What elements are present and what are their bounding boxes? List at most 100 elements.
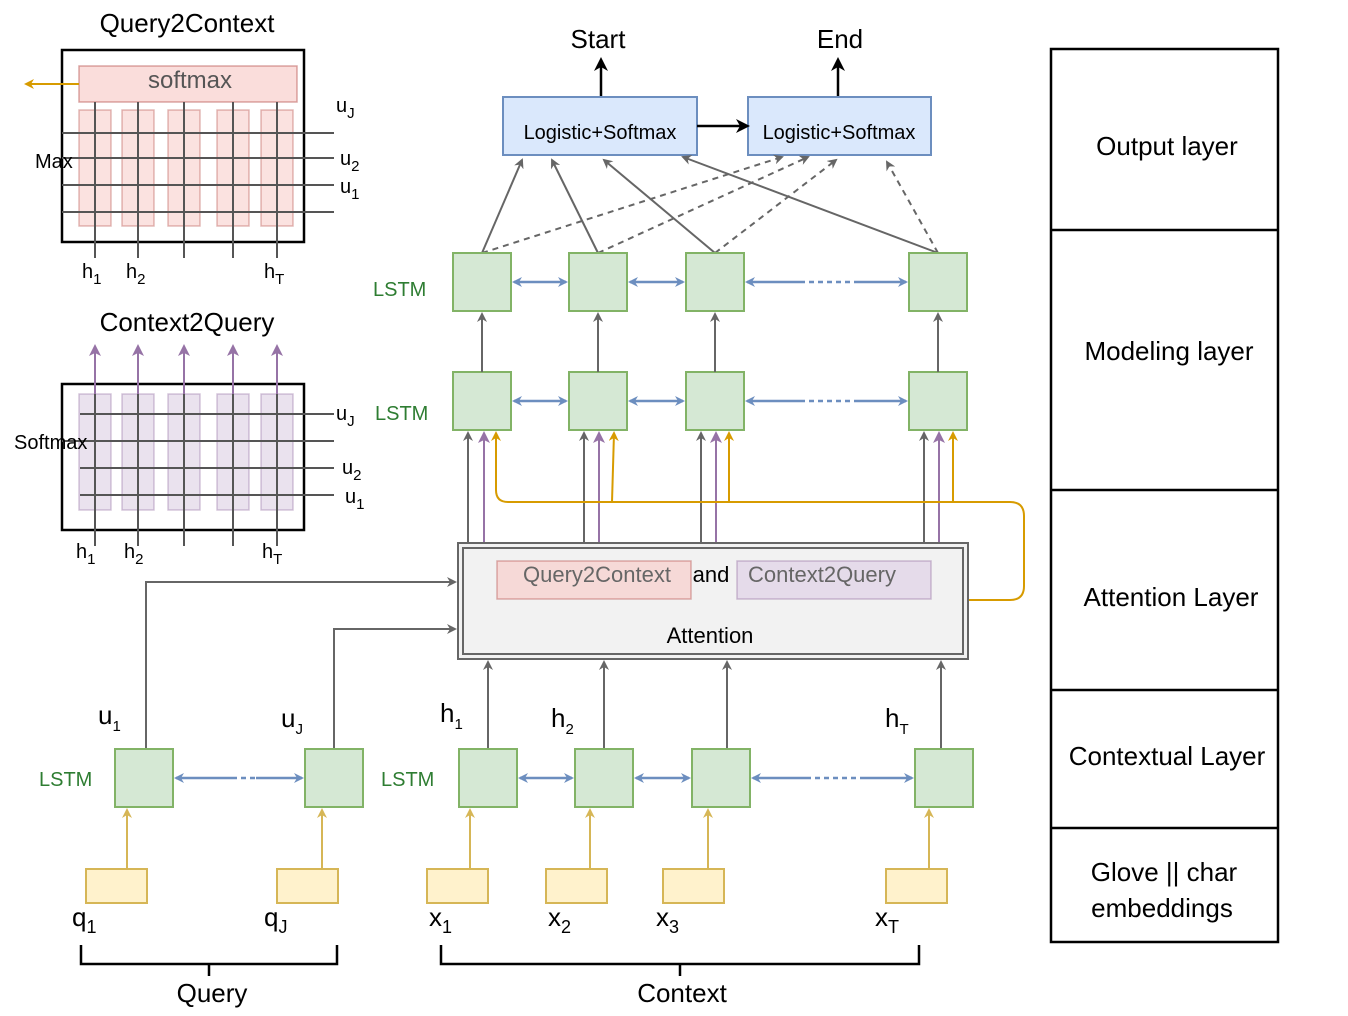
q2c-softmax-box <box>78 65 298 103</box>
start-label: Start <box>571 24 627 54</box>
c2q-u-label: u1 <box>345 486 364 513</box>
lstm-cell <box>691 748 751 808</box>
contextual-output-labels: u1 uJ h1 h2 hT <box>98 698 909 738</box>
modeling-lstm-label-bottom: LSTM <box>375 403 428 425</box>
logistic-softmax-end-label: Logistic+Softmax <box>763 122 916 144</box>
modeling-lstm-label-top: LSTM <box>373 279 426 301</box>
c2q-column-boxes <box>78 393 294 511</box>
q2c-h-label: h1 <box>82 261 101 288</box>
lstm-cell <box>568 371 628 431</box>
embedding-box <box>662 868 725 904</box>
embedding-section: q1 qJ x1 x2 x3 xT <box>72 808 948 937</box>
context-bracket <box>439 945 921 976</box>
query-label: Query <box>177 978 248 1008</box>
layer-legend: Output layer Modeling layer Attention La… <box>1049 47 1280 944</box>
embedding-box <box>545 868 608 904</box>
c2q-h-label: h1 <box>76 541 95 568</box>
lstm-cell <box>458 748 518 808</box>
query2context-inset: Query2Context softmax Max uJ u2 u1 <box>24 8 359 288</box>
layer-contextual: Contextual Layer <box>1069 741 1266 771</box>
c2q-u-label: u2 <box>342 457 361 484</box>
c2q-tag-label: Context2Query <box>748 562 896 587</box>
lstm-cell <box>574 748 634 808</box>
lstm-cell <box>908 252 968 312</box>
q2c-title: Query2Context <box>100 8 276 38</box>
context-to-attention <box>483 660 946 749</box>
q-label: qJ <box>264 902 287 937</box>
layer-embedding-line1: Glove || char <box>1091 857 1238 887</box>
and-label: and <box>693 562 730 587</box>
c2q-vertical-lines <box>94 394 278 546</box>
attention-to-modeling <box>463 431 1025 601</box>
q2c-u-label: uJ <box>336 95 355 122</box>
lstm-cell <box>114 748 174 808</box>
context2query-inset: Context2Query Soft <box>14 307 364 568</box>
h-label: h1 <box>440 698 463 733</box>
q-label: q1 <box>72 902 96 937</box>
c2q-h-label: h2 <box>124 541 143 568</box>
lstm-cell <box>908 371 968 431</box>
layer-modeling: Modeling layer <box>1084 336 1253 366</box>
query-lstm-label: LSTM <box>39 769 92 791</box>
modeling-to-output-solid <box>481 155 939 254</box>
contextual-section: LSTM LSTM <box>39 748 974 808</box>
logistic-softmax-start <box>502 96 698 156</box>
end-label: End <box>817 24 863 54</box>
embedding-box <box>276 868 339 904</box>
u-label: u1 <box>98 700 121 735</box>
modeling-section: LSTM LSTM <box>373 252 968 431</box>
logistic-softmax-start-label: Logistic+Softmax <box>524 122 677 144</box>
logistic-softmax-end <box>747 96 932 156</box>
x-label: x3 <box>656 902 679 937</box>
modeling-bidir-arrows <box>512 277 908 406</box>
c2q-softmax-label: Softmax <box>14 432 87 454</box>
modeling-up-arrows <box>477 312 943 372</box>
query-bracket <box>79 945 339 976</box>
x-label: x2 <box>548 902 571 937</box>
c2q-title: Context2Query <box>100 307 275 337</box>
attention-section: Query2Context and Context2Query Attentio… <box>457 542 969 660</box>
x-label: xT <box>875 902 899 937</box>
q2c-h-label: h2 <box>126 261 145 288</box>
lstm-cell <box>568 252 628 312</box>
c2q-u-label: uJ <box>336 403 355 430</box>
lstm-cell <box>452 252 512 312</box>
q2c-horizontal-lines <box>62 132 334 213</box>
q2c-u-label: u1 <box>340 176 359 203</box>
q2c-max-label: Max <box>35 151 73 173</box>
q2c-u-label: u2 <box>340 148 359 175</box>
x-label: x1 <box>429 902 452 937</box>
lstm-cell <box>914 748 974 808</box>
context-lstm-label: LSTM <box>381 769 434 791</box>
query-to-attention <box>145 577 457 749</box>
layer-legend-frame <box>1049 47 1280 944</box>
embedding-box <box>85 868 148 904</box>
q2c-feedback-line <box>491 431 1025 601</box>
q2c-tag-box <box>496 560 692 600</box>
layer-output: Output layer <box>1096 131 1238 161</box>
c2q-horizontal-lines <box>62 413 334 496</box>
layer-attention: Attention Layer <box>1084 582 1259 612</box>
lstm-cell <box>685 252 745 312</box>
embedding-up-arrows <box>122 808 934 869</box>
output-section: Start End Logistic+Softmax Logistic+Soft… <box>502 24 932 156</box>
q2c-tag-label: Query2Context <box>523 562 671 587</box>
h-label: h2 <box>551 703 574 738</box>
context-label: Context <box>637 978 727 1008</box>
c2q-h-label: hT <box>262 541 282 568</box>
h-label: hT <box>885 703 909 738</box>
lstm-cell <box>452 371 512 431</box>
embedding-box <box>885 868 948 904</box>
attention-label: Attention <box>667 623 754 648</box>
embedding-box <box>426 868 489 904</box>
q2c-softmax-label: softmax <box>148 67 232 94</box>
lstm-cell <box>685 371 745 431</box>
q2c-column-boxes <box>78 109 294 227</box>
modeling-to-output-dashed <box>481 154 939 254</box>
q2c-vertical-lines <box>94 102 278 258</box>
c2q-up-arrows <box>89 344 283 394</box>
q2c-h-label: hT <box>264 261 284 288</box>
u-label: uJ <box>281 703 303 738</box>
